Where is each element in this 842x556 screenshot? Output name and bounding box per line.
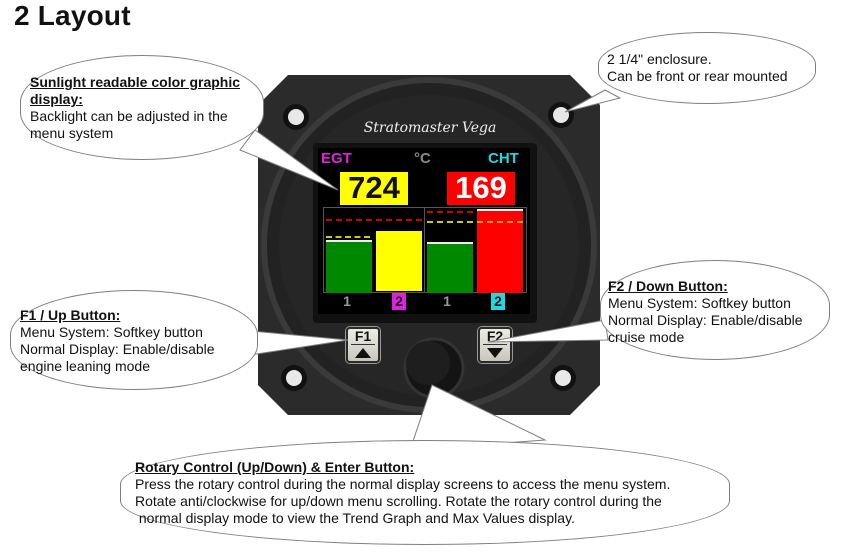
- cht-value: 169: [447, 172, 515, 205]
- channel-label: 2: [491, 293, 505, 310]
- rotary-knob-icon: [403, 337, 465, 399]
- callout-f2: [600, 260, 830, 360]
- f1-up-button[interactable]: F1: [346, 327, 380, 363]
- egt-bar-2: [376, 231, 422, 291]
- cht-bar-1: [427, 242, 473, 293]
- egt-caution-line: [326, 236, 370, 238]
- egt-bar-1: [326, 240, 372, 293]
- callout-f1-heading: F1 / Up Button:: [20, 307, 121, 323]
- callout-f1-line: Normal Display: Enable/disable: [20, 341, 215, 357]
- callout-rotary-line: normal display mode to view the Trend Gr…: [135, 510, 575, 526]
- cht-caution-line: [427, 221, 523, 223]
- bar-graph-divider: [424, 207, 425, 292]
- callout-f1: [10, 290, 258, 390]
- bar-graph-frame: [323, 207, 527, 293]
- mount-screw-icon: [281, 102, 576, 391]
- callout-f1-line: engine leaning mode: [20, 358, 150, 374]
- page-title: 2 Layout: [14, 0, 131, 31]
- down-triangle-icon: [487, 348, 503, 358]
- cht-label: CHT: [488, 150, 519, 167]
- cht-bar-2: [477, 209, 523, 293]
- up-triangle-icon: [355, 348, 371, 358]
- f2-down-button[interactable]: F2: [478, 327, 512, 363]
- callout-rotary: [120, 440, 730, 545]
- callout-enclosure-line1: 2 1/4" enclosure.: [607, 51, 712, 67]
- cht-redline: [427, 211, 473, 213]
- f1-label: F1: [351, 329, 375, 345]
- callout-rotary-heading: Rotary Control (Up/Down) & Enter Button:: [135, 459, 415, 475]
- channel-label: 1: [443, 293, 451, 309]
- callout-display: [20, 55, 264, 160]
- callout-rotary-line: Press the rotary control during the norm…: [135, 476, 671, 492]
- egt-redline: [326, 219, 422, 221]
- callout-display-body: Backlight can be adjusted in the menu sy…: [30, 108, 228, 141]
- egt-value: 724: [340, 172, 408, 205]
- channel-label: 1: [343, 293, 351, 309]
- callout-rotary-line: Rotate anti/clockwise for up/down menu s…: [135, 493, 662, 509]
- cht-bar-2-caution: [477, 221, 523, 223]
- callout-f2-line: Normal Display: Enable/disable: [608, 312, 803, 328]
- callout-f1-line: Menu System: Softkey button: [20, 324, 203, 340]
- brand-logo: Stratomaster Vega: [363, 120, 497, 136]
- unit-label: °C: [414, 150, 431, 167]
- callout-enclosure: [598, 32, 816, 104]
- channel-label: 2: [392, 293, 406, 310]
- callout-enclosure-line2: Can be front or rear mounted: [607, 68, 788, 84]
- egt-label: EGT: [321, 150, 352, 167]
- callout-display-heading: Sunlight readable color graphic display:: [30, 74, 241, 107]
- callout-f2-line: cruise mode: [608, 329, 685, 345]
- callout-f2-heading: F2 / Down Button:: [608, 278, 728, 294]
- callout-f2-line: Menu System: Softkey button: [608, 295, 791, 311]
